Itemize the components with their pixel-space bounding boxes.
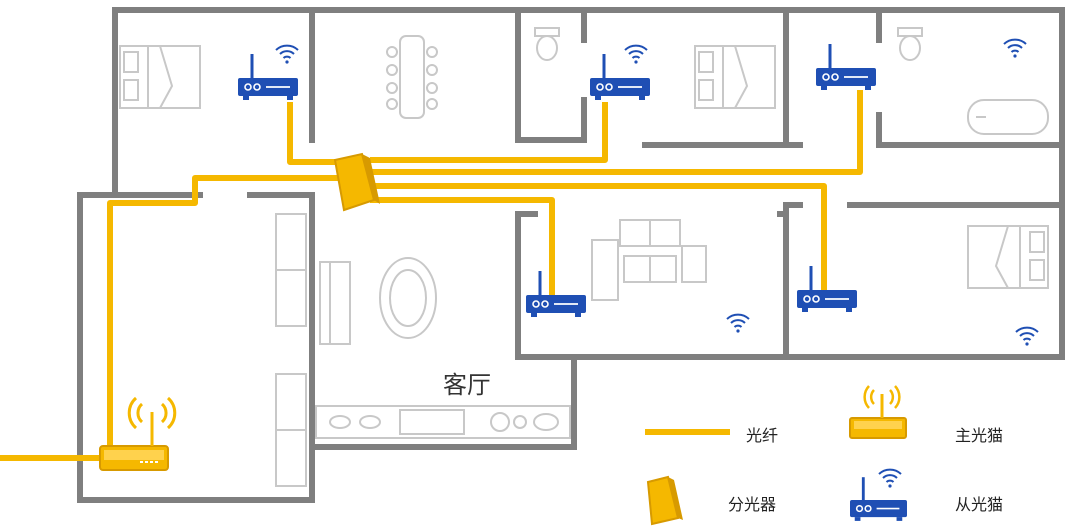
main-optical-modem-icon — [99, 396, 177, 471]
legend-sub-modem-label: 从光猫 — [955, 495, 1004, 514]
legend-main-modem-label: 主光猫 — [955, 426, 1004, 445]
wifi-icon — [1015, 326, 1039, 347]
furniture — [119, 27, 1049, 487]
router-bedroom-2 — [588, 52, 652, 102]
legend-sub-modem-icon — [848, 475, 909, 523]
wifi-icon — [275, 44, 299, 65]
room-label-living: 客厅 — [443, 371, 491, 399]
wifi-icon — [726, 313, 750, 334]
walls — [77, 7, 1065, 503]
router-study — [524, 269, 588, 319]
router-bedroom-1 — [236, 52, 300, 102]
router-bathroom — [814, 42, 878, 92]
legend-splitter-icon — [646, 475, 683, 526]
optical-splitter-icon — [333, 152, 380, 212]
wifi-icon — [624, 44, 648, 65]
wifi-icon — [1003, 38, 1027, 59]
legend-splitter-label: 分光器 — [728, 495, 777, 514]
legend — [645, 385, 909, 526]
legend-fiber-label: 光纤 — [746, 426, 779, 445]
fiber-lines — [0, 90, 863, 461]
legend-main-modem-icon — [849, 385, 907, 439]
legend-wifi-icon — [878, 468, 902, 489]
